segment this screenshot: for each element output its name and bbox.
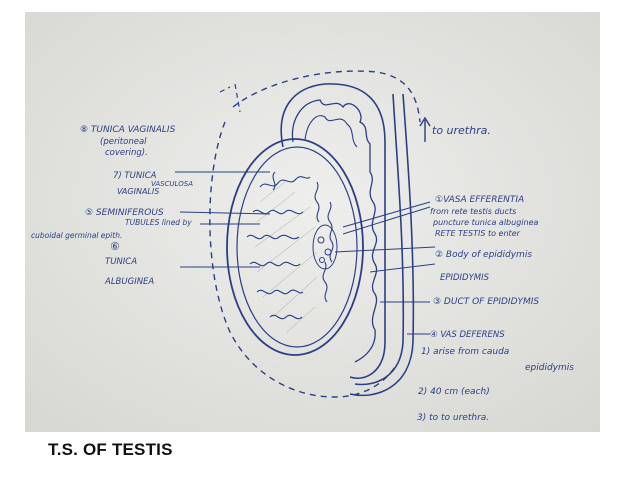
label-seminiferous-1: ⑤ SEMINIFEROUS [85, 208, 164, 218]
label-tunica-vasculosa-2: VASCULOSA [151, 180, 193, 188]
label-to-urethra: to urethra. [432, 124, 491, 137]
epididymis-inner-coils-2 [304, 115, 358, 148]
label-albuginea-3: ALBUGINEA [104, 277, 154, 287]
rete-testis [312, 224, 338, 270]
testis-inner-wall [236, 146, 358, 348]
label-tunica-vaginalis-2: (peritoneal [100, 137, 147, 147]
epididymis-inner-coils [291, 99, 378, 363]
label-vasa-efferentia-3: puncture tunica albuginea [432, 218, 538, 227]
label-rete-testis: RETE TESTIS to enter [435, 229, 521, 238]
leader-lines [175, 171, 436, 335]
label-vas-deferens-5: 3) to to urethra. [417, 413, 489, 423]
tunica-albuginea [226, 138, 364, 356]
seminiferous-tubules [246, 171, 334, 320]
vas-deferens-inner [349, 93, 415, 397]
label-vas-deferens-3: epididymis [525, 363, 574, 373]
vas-deferens [354, 93, 405, 386]
label-vas-deferens-2: 1) arise from cauda [421, 347, 509, 357]
label-seminiferous-2: TUBULES lined by [125, 218, 192, 227]
diagram-photo: to urethra. ⑧ TUNICA VAGINALIS (peritone… [25, 12, 600, 432]
epididymis-outline [280, 83, 386, 379]
label-body-epididymis-2: EPIDIDYMIS [440, 273, 490, 283]
label-tunica-vaginalis-1: ⑧ TUNICA VAGINALIS [80, 125, 176, 135]
label-albuginea-2: TUNICA [105, 257, 137, 267]
tunica-vasculosa-dash [219, 83, 241, 113]
label-albuginea-1: ⑥ [110, 240, 120, 253]
paper-background [25, 12, 600, 432]
label-seminiferous-3: cuboidal germinal epith. [31, 231, 122, 240]
label-tunica-vasculosa-1: 7) TUNICA [113, 171, 157, 181]
label-tunica-vasculosa-3: VAGINALIS [117, 187, 159, 196]
shading [254, 181, 318, 333]
label-tunica-vaginalis-3: covering). [105, 148, 148, 158]
label-duct-epididymis: ③ DUCT OF EPIDIDYMIS [433, 297, 539, 307]
label-vas-deferens-1: ④ VAS DEFERENS [430, 330, 505, 340]
arrow-to-urethra [419, 116, 431, 142]
label-body-epididymis-1: ② Body of epididymis [435, 250, 532, 260]
label-vasa-efferentia-1: ①VASA EFFERENTIA [435, 195, 524, 205]
label-vasa-efferentia-2: from rete testis ducts [430, 207, 516, 216]
label-vas-deferens-4: 2) 40 cm (each) [418, 387, 490, 397]
tunica-vaginalis-outline [209, 70, 421, 398]
figure-caption: T.S. OF TESTIS [48, 440, 173, 459]
